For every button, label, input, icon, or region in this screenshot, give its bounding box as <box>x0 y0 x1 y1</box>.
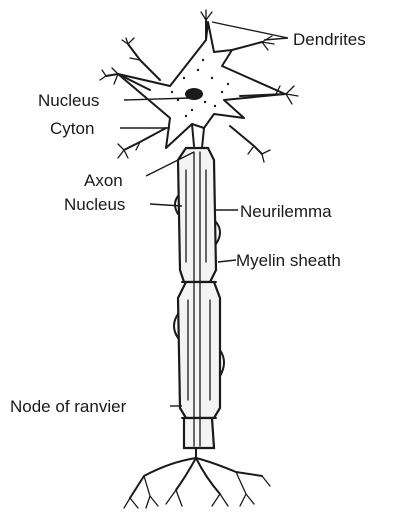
label-axon: Axon <box>84 171 123 190</box>
axon <box>174 148 224 448</box>
label-dendrites: Dendrites <box>293 30 366 49</box>
label-neurilemma: Neurilemma <box>240 202 332 221</box>
label-myelin-sheath: Myelin sheath <box>236 251 341 270</box>
cell-body <box>118 22 285 148</box>
label-nucleus-schwann: Nucleus <box>64 195 125 214</box>
label-node-of-ranvier: Node of ranvier <box>10 397 127 416</box>
axon-terminals <box>124 448 270 508</box>
label-nucleus-cell: Nucleus <box>38 91 99 110</box>
label-cyton: Cyton <box>50 119 94 138</box>
